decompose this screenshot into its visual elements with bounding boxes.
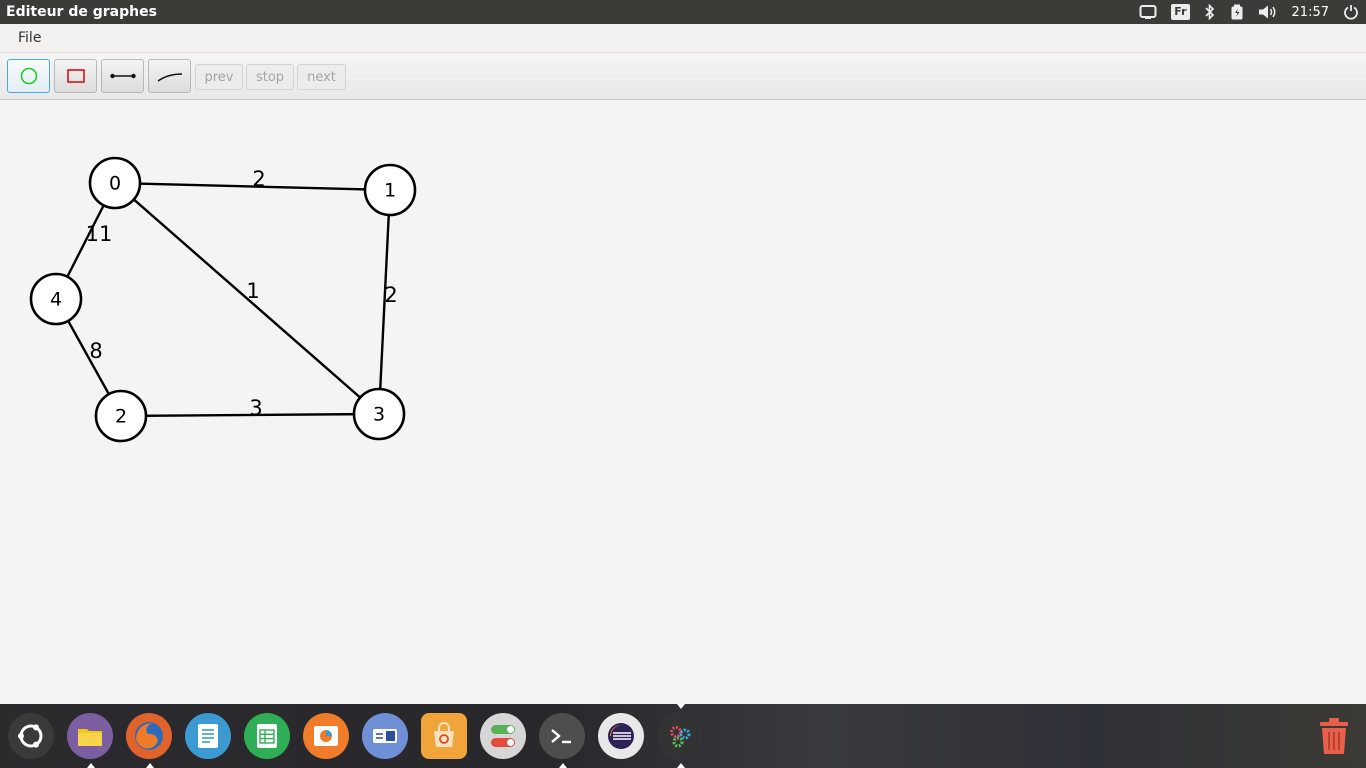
curved-edge-tool-button[interactable] (148, 59, 191, 93)
clock[interactable]: 21:57 (1291, 4, 1329, 20)
edge-weight-label: 2 (384, 283, 397, 307)
tweak-tool-icon (480, 713, 526, 759)
window-title: Editeur de graphes (6, 4, 157, 20)
running-indicator (87, 763, 95, 768)
menu-bar: File (0, 24, 1366, 53)
terminal-icon (539, 713, 585, 759)
node-label: 1 (384, 180, 396, 202)
node-label: 2 (115, 406, 127, 428)
dock-item-settings[interactable] (361, 712, 409, 760)
dock-item-spreadsheet[interactable] (243, 712, 291, 760)
system-tools-icon (657, 713, 703, 759)
curved-edge-icon (157, 73, 182, 82)
edge-0-3[interactable] (114, 182, 380, 415)
bluetooth-icon[interactable] (1204, 0, 1216, 24)
spreadsheet-icon (244, 713, 290, 759)
graph-node-4[interactable]: 4 (29, 272, 83, 326)
system-tray: Fr 21:57 (1132, 0, 1366, 24)
graph-node-1[interactable]: 1 (363, 163, 417, 217)
keyboard-layout-label: Fr (1171, 4, 1190, 20)
edge-weight-label: 2 (252, 167, 265, 191)
straight-edge-tool-button[interactable] (101, 59, 144, 93)
toolbar: prev stop next (0, 53, 1366, 100)
node-circle[interactable] (94, 389, 148, 443)
rectangle-icon (66, 69, 85, 83)
node-label: 4 (50, 289, 62, 311)
dock-item-trash[interactable] (1310, 712, 1358, 760)
ubuntu-launcher-icon (8, 713, 54, 759)
running-indicator (677, 763, 685, 768)
text-editor-icon (185, 713, 231, 759)
edge-0-1[interactable] (114, 181, 391, 192)
next-button[interactable]: next (297, 64, 346, 90)
stop-button[interactable]: stop (246, 64, 294, 90)
graph-node-2[interactable]: 2 (94, 389, 148, 443)
edge-weight-label: 1 (246, 279, 259, 303)
graph-node-0[interactable]: 0 (88, 156, 142, 210)
dock-item-ubuntu[interactable] (7, 712, 55, 760)
node-circle[interactable] (29, 272, 83, 326)
settings-icon (362, 713, 408, 759)
circle-tool-button[interactable] (7, 59, 50, 93)
dock-item-text-editor[interactable] (184, 712, 232, 760)
dock-item-eclipse[interactable] (597, 712, 645, 760)
volume-icon[interactable] (1258, 0, 1278, 24)
software-center-icon (421, 713, 467, 759)
edge-1-3[interactable] (377, 189, 392, 415)
edge-weight-label: 8 (89, 339, 102, 363)
dock-item-firefox[interactable] (125, 712, 173, 768)
launcher-dock (0, 704, 1366, 768)
dock-item-terminal[interactable] (538, 712, 586, 768)
edge-weight-label: 3 (249, 396, 262, 420)
dock-item-tweak-tool[interactable] (479, 712, 527, 760)
running-indicator (559, 763, 567, 768)
prev-button[interactable]: prev (195, 64, 243, 90)
edge-2-3[interactable] (120, 412, 380, 418)
presentation-icon (303, 713, 349, 759)
node-circle[interactable] (363, 163, 417, 217)
power-icon[interactable] (1343, 0, 1359, 24)
edge-weight-label: 11 (86, 222, 113, 246)
node-circle[interactable] (88, 156, 142, 210)
active-indicator (677, 704, 685, 709)
screen-icon[interactable] (1139, 0, 1157, 24)
straight-edge-icon (109, 73, 136, 79)
running-indicator (146, 763, 154, 768)
circle-icon (20, 67, 37, 85)
node-label: 3 (373, 404, 385, 426)
keyboard-layout-indicator[interactable]: Fr (1171, 0, 1190, 24)
dock-item-files[interactable] (66, 712, 114, 768)
node-circle[interactable] (352, 387, 406, 441)
battery-icon[interactable] (1230, 0, 1244, 24)
files-icon (67, 713, 113, 759)
eclipse-icon (598, 713, 644, 759)
file-menu[interactable]: File (18, 30, 42, 46)
dock-item-system-tools[interactable] (656, 704, 704, 768)
top-panel: Editeur de graphes Fr 21:57 (0, 0, 1366, 24)
rectangle-tool-button[interactable] (54, 59, 97, 93)
node-label: 0 (109, 173, 121, 195)
trash-icon (1320, 718, 1348, 754)
graph-node-3[interactable]: 3 (352, 387, 406, 441)
dock-item-software-center[interactable] (420, 712, 468, 760)
dock-item-presentation[interactable] (302, 712, 350, 760)
firefox-icon (126, 713, 172, 759)
